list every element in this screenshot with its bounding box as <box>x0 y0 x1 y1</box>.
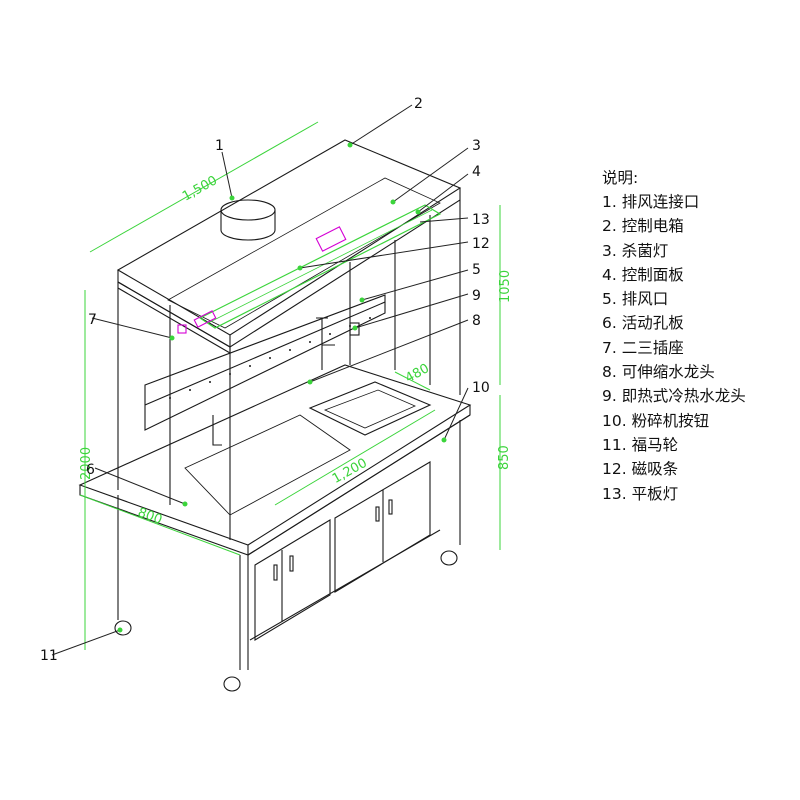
callout-3: 3 <box>472 138 481 154</box>
legend-item: 13. 平板灯 <box>602 484 679 503</box>
legend-item: 2. 控制电箱 <box>602 217 684 236</box>
legend-item: 11. 福马轮 <box>602 435 679 454</box>
legend-item: 5. 排风口 <box>602 290 669 309</box>
legend-title: 说明: <box>602 169 639 187</box>
legend-item: 8. 可伸缩水龙头 <box>602 363 715 382</box>
legend-item: 9. 即热式冷热水龙头 <box>602 387 746 406</box>
dim-height-total: 2000 <box>79 447 94 480</box>
callout-2: 2 <box>414 96 423 112</box>
dimension-labels: 1,500 2000 1050 850 800 1,200 480 <box>79 173 513 528</box>
callout-9: 9 <box>472 288 481 304</box>
sink <box>308 381 432 436</box>
exhaust-cylinder <box>220 199 276 221</box>
callout-10: 10 <box>472 380 490 396</box>
legend-item: 1. 排风连接口 <box>602 193 700 211</box>
callout-11: 11 <box>40 648 58 664</box>
cabinet-door <box>334 461 431 593</box>
dim-height-bench: 850 <box>497 445 512 470</box>
callout-4: 4 <box>472 164 481 180</box>
callout-12: 12 <box>472 236 490 252</box>
callout-13: 13 <box>472 212 490 228</box>
caster-wheels <box>114 550 458 692</box>
callout-5: 5 <box>472 262 481 278</box>
cabinet-door <box>254 519 331 641</box>
legend-item: 6. 活动孔板 <box>602 314 684 333</box>
faucet <box>316 317 335 370</box>
activity-shelf <box>144 294 386 431</box>
callout-1: 1 <box>215 138 224 154</box>
legend-item: 12. 磁吸条 <box>602 460 679 479</box>
hood-top <box>116 139 462 336</box>
callout-6: 6 <box>86 462 95 478</box>
dim-depth: 800 <box>136 505 164 528</box>
dim-sink-width: 480 <box>403 361 432 386</box>
legend-item: 4. 控制面板 <box>602 265 684 284</box>
dim-width-top: 1,500 <box>180 173 220 204</box>
highlighted-components <box>177 226 347 334</box>
legend-item: 3. 杀菌灯 <box>602 241 669 260</box>
callout-8: 8 <box>472 313 481 329</box>
callout-numbers: 1 2 3 4 13 12 5 9 8 7 10 6 11 <box>40 96 490 664</box>
legend-item: 7. 二三插座 <box>602 338 684 357</box>
dim-height-hood: 1050 <box>498 270 513 303</box>
legend-list: 1. 排风连接口 2. 控制电箱 3. 杀菌灯 4. 控制面板 5. 排风口 6… <box>602 190 746 506</box>
shelf-perforations <box>169 317 371 399</box>
dimension-lines <box>79 121 501 650</box>
callout-7: 7 <box>88 312 97 328</box>
callout-dots <box>117 142 447 633</box>
cabinet-outline <box>78 139 472 692</box>
callout-leaders <box>51 104 469 656</box>
legend-item: 10. 粉碎机按钮 <box>602 411 710 430</box>
